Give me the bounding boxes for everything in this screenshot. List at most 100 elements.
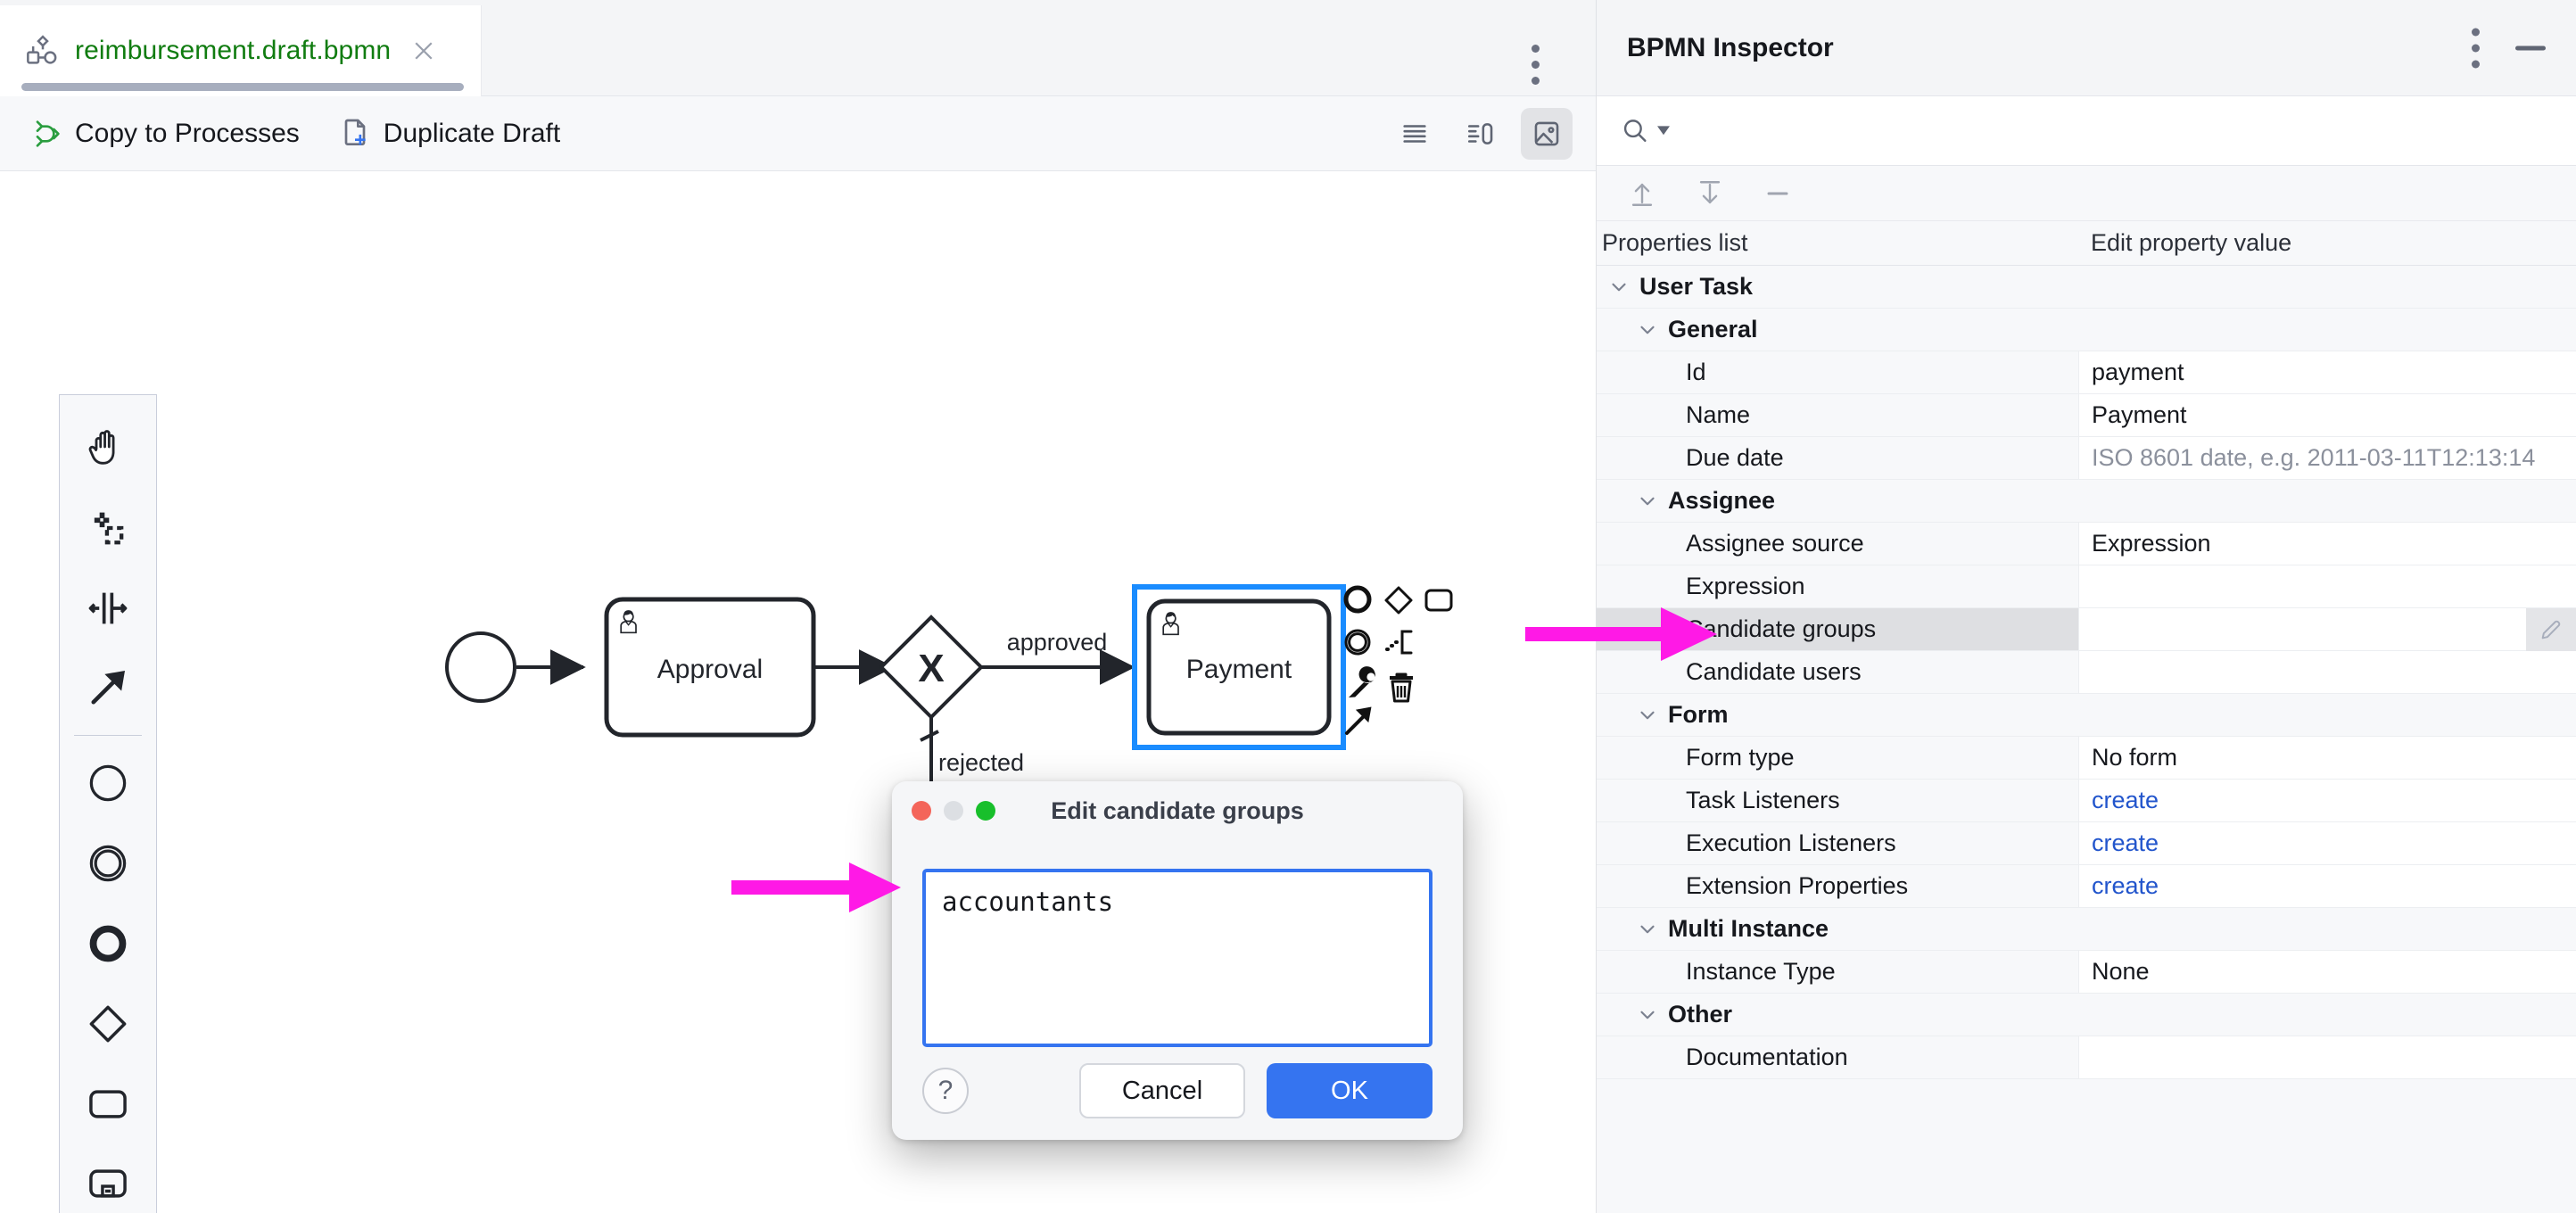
collapse-all-icon[interactable]	[1689, 173, 1730, 214]
property-value[interactable]: No form	[2078, 737, 2576, 779]
dialog-textarea[interactable]: accountants	[922, 869, 1432, 1047]
annotation-arrow-to-textarea	[731, 862, 901, 912]
property-value[interactable]: create	[2078, 865, 2576, 907]
chevron-down-icon[interactable]	[1636, 1003, 1659, 1027]
property-value[interactable]	[2078, 651, 2576, 693]
minimize-icon[interactable]	[2515, 45, 2546, 50]
palette-task[interactable]	[67, 1064, 149, 1144]
property-row[interactable]: Extension Properties create	[1597, 865, 2576, 908]
inspector-options-kebab-icon[interactable]	[2472, 28, 2480, 68]
property-row[interactable]: Candidate groups	[1597, 608, 2576, 651]
palette-divider	[74, 735, 142, 737]
property-value[interactable]	[2078, 266, 2576, 308]
chevron-down-icon[interactable]	[1636, 918, 1659, 941]
editor-tab[interactable]: reimbursement.draft.bpmn	[0, 5, 482, 96]
dialog-titlebar: Edit candidate groups	[892, 781, 1463, 840]
property-value[interactable]	[2078, 994, 2576, 1036]
property-value[interactable]	[2078, 908, 2576, 950]
property-value[interactable]: None	[2078, 951, 2576, 993]
view-toggle-diagram[interactable]	[1521, 107, 1573, 160]
view-toggle-text[interactable]	[1389, 108, 1441, 160]
property-key-label: Expression	[1686, 573, 1805, 599]
chevron-down-icon[interactable]	[1607, 276, 1631, 299]
palette-start-event[interactable]	[67, 743, 149, 823]
property-value[interactable]: create	[2078, 822, 2576, 864]
search-icon	[1623, 119, 1647, 142]
search-input[interactable]	[1682, 116, 2553, 145]
palette-end-event[interactable]	[67, 904, 149, 984]
palette-lasso-tool[interactable]	[67, 488, 149, 568]
zoom-traffic-light[interactable]	[976, 801, 995, 821]
property-key-label: Other	[1668, 1001, 1733, 1027]
palette-subprocess[interactable]	[67, 1143, 149, 1213]
inspector-search-bar[interactable]	[1597, 96, 2576, 166]
property-value[interactable]: ISO 8601 date, e.g. 2011-03-11T12:13:14	[2078, 437, 2576, 479]
copy-to-processes-button[interactable]: Copy to Processes	[29, 116, 300, 152]
bpmn-diagram[interactable]: Approval X approved rejected	[0, 171, 1596, 1213]
tab-options-kebab-icon[interactable]	[1532, 45, 1540, 85]
chevron-down-icon[interactable]	[1636, 704, 1659, 727]
property-row[interactable]: Candidate users	[1597, 651, 2576, 694]
dialog-button-row: Cancel OK	[1079, 1063, 1432, 1118]
property-value[interactable]	[2078, 309, 2576, 351]
palette-intermediate-event[interactable]	[67, 823, 149, 904]
minimize-traffic-light[interactable]	[944, 801, 963, 821]
property-value[interactable]: create	[2078, 780, 2576, 821]
close-traffic-light[interactable]	[912, 801, 931, 821]
chevron-down-icon[interactable]	[1657, 125, 1670, 137]
ctx-trash-icon	[1390, 673, 1413, 703]
ok-button[interactable]: OK	[1267, 1063, 1432, 1118]
property-key: Other	[1597, 994, 2078, 1036]
inspector-toolbar	[1597, 166, 2576, 221]
cancel-button[interactable]: Cancel	[1079, 1063, 1245, 1118]
property-row[interactable]: Expression	[1597, 565, 2576, 608]
property-value-label: payment	[2092, 359, 2184, 385]
property-value[interactable]: Payment	[2078, 394, 2576, 436]
property-group-row[interactable]: Other	[1597, 994, 2576, 1036]
bpmn-diagram-icon	[25, 33, 61, 69]
property-group-row[interactable]: General	[1597, 309, 2576, 351]
property-value[interactable]	[2078, 1036, 2576, 1078]
property-key-label: Form type	[1686, 744, 1795, 771]
bpmn-canvas[interactable]: Approval X approved rejected	[0, 171, 1596, 1213]
view-toggle-split[interactable]	[1455, 108, 1507, 160]
property-value[interactable]	[2078, 565, 2576, 607]
palette-space-tool[interactable]	[67, 568, 149, 648]
property-value[interactable]	[2078, 480, 2576, 522]
property-value-label: No form	[2092, 744, 2178, 771]
palette-connect-tool[interactable]	[67, 648, 149, 728]
ctx-connect-icon	[1345, 706, 1372, 735]
bpmn-inspector-panel: BPMN Inspector	[1597, 0, 2576, 1213]
property-value[interactable]: payment	[2078, 351, 2576, 393]
palette-hand-tool[interactable]	[67, 408, 149, 488]
property-group-row[interactable]: User Task	[1597, 266, 2576, 309]
duplicate-draft-button[interactable]: Duplicate Draft	[337, 116, 560, 152]
properties-table-header: Properties list Edit property value	[1597, 221, 2576, 266]
property-row[interactable]: Documentation	[1597, 1036, 2576, 1079]
column-header-value: Edit property value	[2091, 229, 2292, 256]
chevron-down-icon[interactable]	[1636, 490, 1659, 513]
property-value[interactable]	[2078, 694, 2576, 736]
property-value[interactable]: Expression	[2078, 523, 2576, 565]
minus-icon[interactable]	[1757, 173, 1798, 214]
chevron-down-icon[interactable]	[1636, 318, 1659, 342]
edit-pencil-icon[interactable]	[2526, 608, 2576, 651]
property-group-row[interactable]: Form	[1597, 694, 2576, 737]
close-icon[interactable]	[410, 37, 437, 64]
property-value[interactable]	[2078, 608, 2576, 650]
expand-all-icon[interactable]	[1622, 173, 1663, 214]
property-row[interactable]: Form type No form	[1597, 737, 2576, 780]
property-group-row[interactable]: Assignee	[1597, 480, 2576, 523]
palette-gateway[interactable]	[67, 984, 149, 1064]
property-key-label: Extension Properties	[1686, 872, 1909, 899]
property-value-label: ISO 8601 date, e.g. 2011-03-11T12:13:14	[2092, 444, 2536, 471]
property-group-row[interactable]: Multi Instance	[1597, 908, 2576, 951]
help-button[interactable]: ?	[922, 1068, 969, 1114]
